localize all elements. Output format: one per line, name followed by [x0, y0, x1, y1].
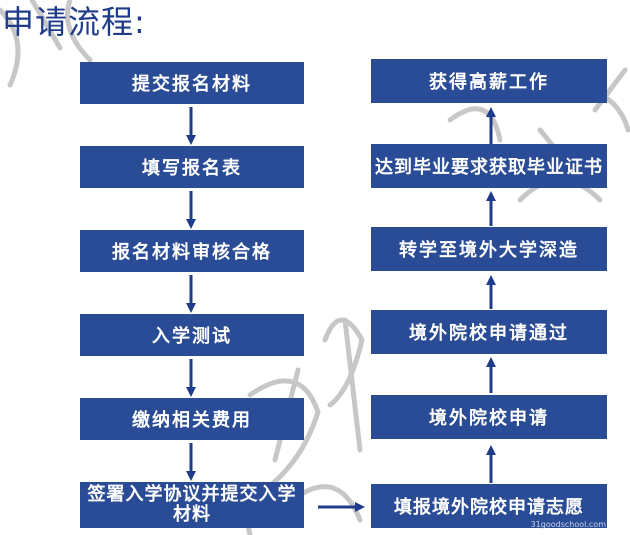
watermark-credit: 31goodschool.com — [530, 520, 606, 529]
step-pay-fees: 缴纳相关费用 — [80, 398, 304, 440]
step-review-passed: 报名材料审核合格 — [80, 230, 304, 272]
step-entrance-test: 入学测试 — [80, 314, 304, 356]
step-graduation-certificate: 达到毕业要求获取毕业证书 — [371, 144, 607, 188]
step-overseas-application: 境外院校申请 — [371, 395, 607, 439]
step-high-salary-job: 获得高薪工作 — [371, 59, 607, 103]
step-submit-materials: 提交报名材料 — [80, 62, 304, 104]
step-fill-preferences: 填报境外院校申请志愿 — [371, 484, 607, 528]
step-fill-form: 填写报名表 — [80, 146, 304, 188]
step-transfer-abroad: 转学至境外大学深造 — [371, 227, 607, 271]
step-sign-agreement: 签署入学协议并提交入学材料 — [80, 482, 304, 528]
step-application-approved: 境外院校申请通过 — [371, 310, 607, 354]
